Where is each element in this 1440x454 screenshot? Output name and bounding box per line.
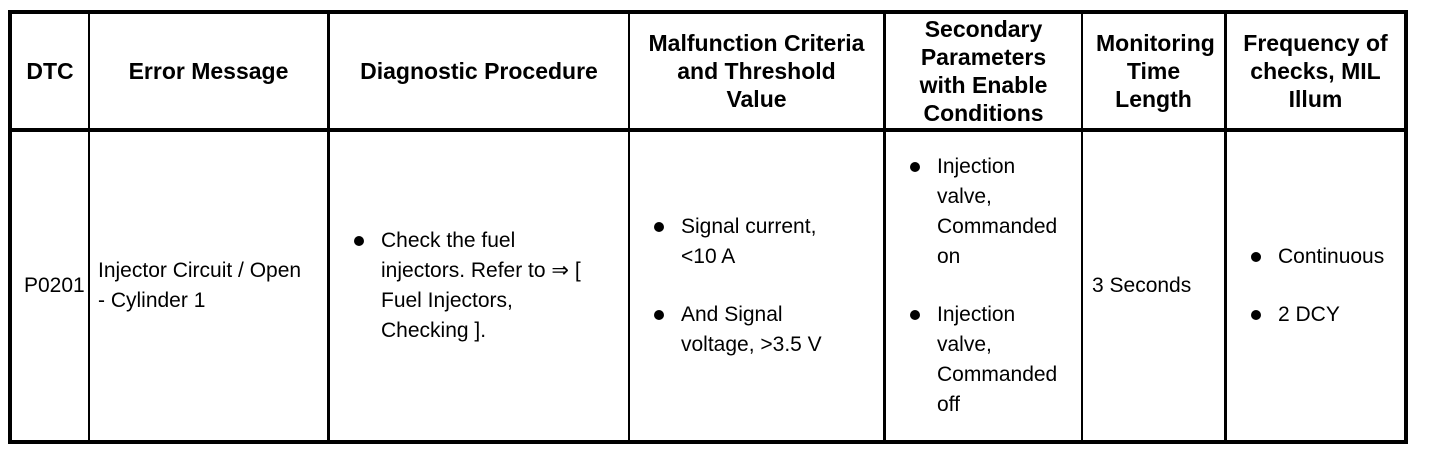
- header-dtc-label: DTC: [26, 58, 74, 84]
- bullet-icon: [654, 310, 664, 320]
- cell-dtc: P0201: [12, 132, 90, 440]
- header-frequency-label: Frequency of checks, MIL Illum: [1243, 30, 1388, 112]
- monitoring-time-text: 3 Seconds: [1092, 274, 1192, 297]
- bullet-item-text: Injection valve, Commanded on: [937, 155, 1058, 268]
- header-monitoring-time: Monitoring Time Length: [1083, 14, 1227, 132]
- header-error-message: Error Message: [90, 14, 330, 132]
- bullet-icon: [1251, 310, 1261, 320]
- bullet-item-text: Injection valve, Commanded off: [937, 303, 1058, 416]
- cell-malfunction-criteria: Signal current, <10 A And Signal voltage,…: [630, 132, 886, 440]
- bullet-icon: [1251, 252, 1261, 262]
- cell-diagnostic-procedure: Check the fuel injectors. Refer to ⇒ [ F…: [330, 132, 630, 440]
- header-diagnostic-procedure: Diagnostic Procedure: [330, 14, 630, 132]
- bullet-item-text: Signal current, <10 A: [681, 215, 817, 268]
- header-dtc: DTC: [12, 14, 90, 132]
- header-secondary-parameters-label: Secondary Parameters with Enable Conditi…: [919, 16, 1048, 126]
- error-message-text: Injector Circuit / Open - Cylinder 1: [98, 259, 302, 312]
- header-error-message-label: Error Message: [128, 58, 289, 84]
- header-diagnostic-procedure-label: Diagnostic Procedure: [360, 58, 598, 84]
- bullet-item: Injection valve, Commanded on: [910, 152, 1077, 272]
- cell-error-message: Injector Circuit / Open - Cylinder 1: [90, 132, 330, 440]
- dtc-code: P0201: [24, 274, 85, 297]
- bullet-item: 2 DCY: [1251, 300, 1400, 330]
- cell-frequency: Continuous 2 DCY: [1227, 132, 1404, 440]
- bullet-item-text: And Signal voltage, >3.5 V: [681, 303, 822, 356]
- bullet-item: Injection valve, Commanded off: [910, 300, 1077, 420]
- bullet-item-text: Continuous: [1278, 245, 1385, 268]
- bullet-item-text: Check the fuel injectors. Refer to ⇒ [ F…: [381, 229, 581, 342]
- bullet-item: And Signal voltage, >3.5 V: [654, 300, 879, 360]
- bullet-item-text: 2 DCY: [1278, 303, 1340, 326]
- dtc-table: DTC Error Message Diagnostic Procedure M…: [8, 10, 1408, 444]
- header-secondary-parameters: Secondary Parameters with Enable Conditi…: [886, 14, 1083, 132]
- header-frequency: Frequency of checks, MIL Illum: [1227, 14, 1404, 132]
- header-monitoring-time-label: Monitoring Time Length: [1096, 30, 1215, 112]
- bullet-item: Signal current, <10 A: [654, 212, 879, 272]
- bullet-item: Continuous: [1251, 242, 1400, 272]
- bullet-icon: [910, 162, 920, 172]
- header-malfunction-criteria: Malfunction Criteria and Threshold Value: [630, 14, 886, 132]
- cell-monitoring-time: 3 Seconds: [1083, 132, 1227, 440]
- bullet-icon: [910, 310, 920, 320]
- header-malfunction-criteria-label: Malfunction Criteria and Threshold Value: [648, 30, 865, 112]
- bullet-icon: [354, 236, 364, 246]
- bullet-icon: [654, 222, 664, 232]
- cell-secondary-parameters: Injection valve, Commanded on Injection v…: [886, 132, 1083, 440]
- bullet-item: Check the fuel injectors. Refer to ⇒ [ F…: [354, 226, 624, 346]
